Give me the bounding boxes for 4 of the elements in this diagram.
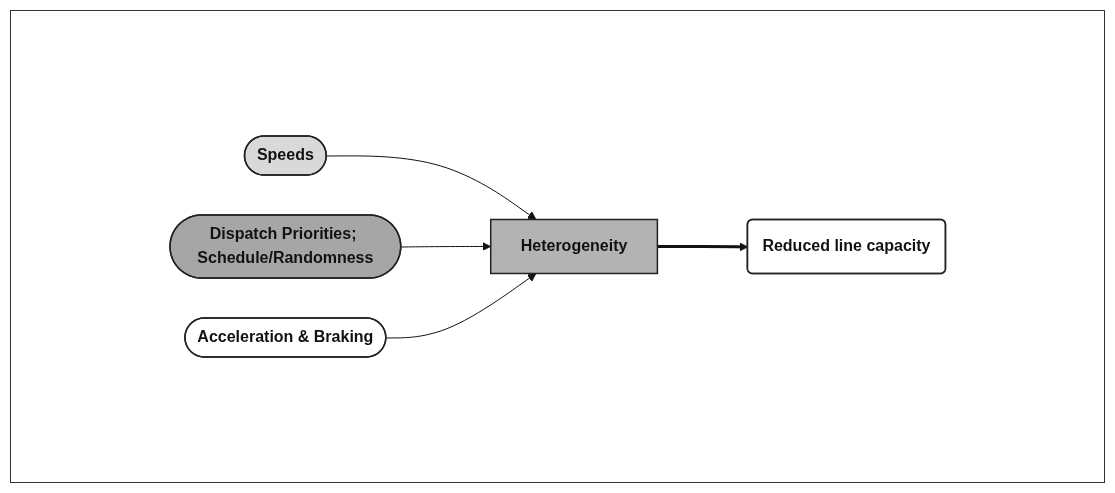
arrow [325,155,537,220]
arrow [385,273,537,339]
node-box: Heterogeneity [489,218,658,275]
arrow [400,242,491,251]
